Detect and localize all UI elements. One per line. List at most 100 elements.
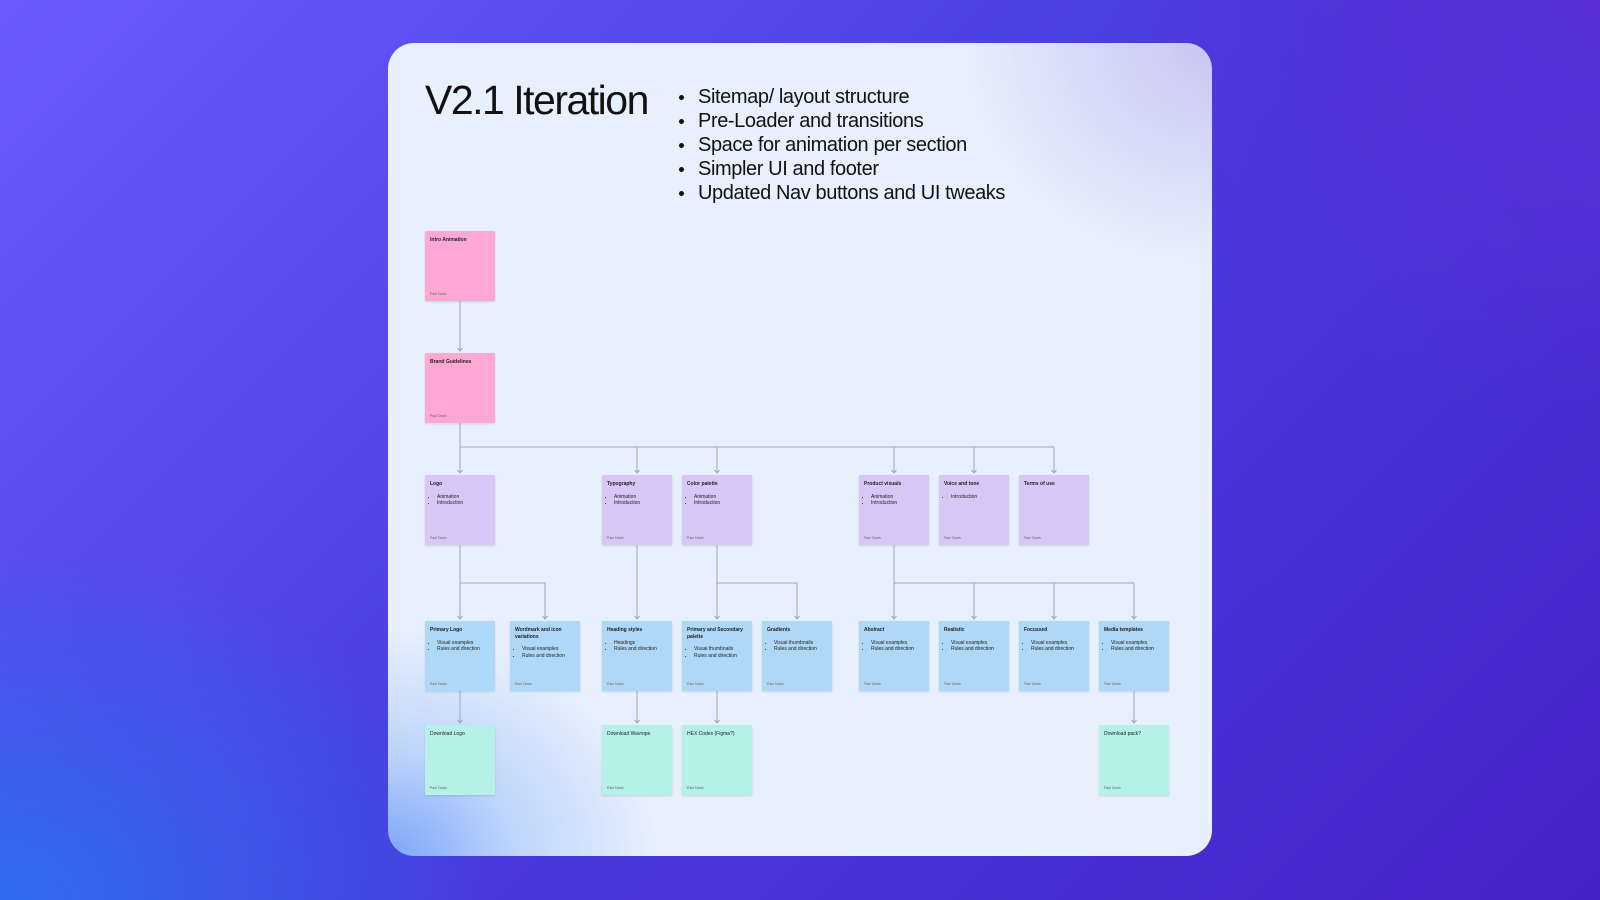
node-items: Visual examples Rules and direction xyxy=(864,640,924,653)
node-gradients[interactable]: Gradients Visual thumbnails Rules and di… xyxy=(762,621,832,691)
node-item: Animation xyxy=(871,494,924,501)
node-title: Primary and Secondary palette xyxy=(687,627,743,640)
node-items: Headings Rules and direction xyxy=(607,640,667,653)
node-title: Heading styles xyxy=(607,627,643,633)
node-footer: Paul Davis xyxy=(515,681,532,686)
node-wordmark-variations[interactable]: Wordmark and icon variations Visual exam… xyxy=(510,621,580,691)
arrowhead-icon xyxy=(714,615,720,620)
node-realistic[interactable]: Realistic Visual examples Rules and dire… xyxy=(939,621,1009,691)
node-items: Visual examples Rules and direction xyxy=(944,640,1004,653)
node-item: Visual examples xyxy=(522,646,575,653)
arrowhead-icon xyxy=(971,615,977,620)
node-items: Animation Introduction xyxy=(430,494,490,507)
node-item: Introduction xyxy=(694,500,747,507)
node-footer: Paul Davis xyxy=(864,535,881,540)
node-footer: Paul Davis xyxy=(687,785,704,790)
node-title: HEX Codes (Figma?) xyxy=(687,731,735,737)
node-item: Animation xyxy=(614,494,667,501)
node-footer: Paul Davis xyxy=(767,681,784,686)
node-items: Visual thumbnails Rules and direction xyxy=(687,646,747,659)
note-item: Updated Nav buttons and UI tweaks xyxy=(678,181,1005,205)
node-title: Color palette xyxy=(687,481,718,487)
arrowhead-icon xyxy=(1051,469,1057,474)
arrowhead-icon xyxy=(891,469,897,474)
sitemap-board: V2.1 Iteration Sitemap/ layout structure… xyxy=(388,43,1212,856)
node-item: Rules and direction xyxy=(614,646,667,653)
node-items: Visual examples Rules and direction xyxy=(430,640,490,653)
node-title: Product visuals xyxy=(864,481,902,487)
arrowhead-icon xyxy=(457,615,463,620)
node-item: Rules and direction xyxy=(1111,646,1164,653)
node-download-wavrope[interactable]: Download Wavrope Paul Davis xyxy=(602,725,672,795)
node-item: Introduction xyxy=(614,500,667,507)
node-abstract[interactable]: Abstract Visual examples Rules and direc… xyxy=(859,621,929,691)
node-title: Logo xyxy=(430,481,443,487)
node-footer: Paul Davis xyxy=(1024,681,1041,686)
node-item: Animation xyxy=(437,494,490,501)
node-item: Introduction xyxy=(871,500,924,507)
node-title: Primary Logo xyxy=(430,627,463,633)
node-typography[interactable]: Typography Animation Introduction Paul D… xyxy=(602,475,672,545)
arrowhead-icon xyxy=(1051,615,1057,620)
node-media-templates[interactable]: Media templates Visual examples Rules an… xyxy=(1099,621,1169,691)
node-title: Typography xyxy=(607,481,636,487)
node-title: Brand Guidelines xyxy=(430,359,472,365)
node-product-visuals[interactable]: Product visuals Animation Introduction P… xyxy=(859,475,929,545)
node-footer: Paul Davis xyxy=(944,681,961,686)
node-voice-and-tone[interactable]: Voice and tone Introduction Paul Davis xyxy=(939,475,1009,545)
node-item: Introduction xyxy=(437,500,490,507)
node-items: Visual examples Rules and direction xyxy=(1024,640,1084,653)
note-item: Pre-Loader and transitions xyxy=(678,109,1005,133)
node-download-logo[interactable]: Download Logo Paul Davis xyxy=(425,725,495,795)
node-hex-codes[interactable]: HEX Codes (Figma?) Paul Davis xyxy=(682,725,752,795)
node-footer: Paul Davis xyxy=(607,681,624,686)
note-item: Space for animation per section xyxy=(678,133,1005,157)
node-item: Visual examples xyxy=(437,640,490,647)
node-item: Introduction xyxy=(951,494,1004,501)
node-item: Visual examples xyxy=(1111,640,1164,647)
node-footer: Paul Davis xyxy=(1024,535,1041,540)
node-intro-animation[interactable]: Intro Animation Paul Davis xyxy=(425,231,495,301)
board-title: V2.1 Iteration xyxy=(425,77,649,123)
node-items: Animation Introduction xyxy=(687,494,747,507)
note-item: Simpler UI and footer xyxy=(678,157,1005,181)
node-focussed[interactable]: Focussed Visual examples Rules and direc… xyxy=(1019,621,1089,691)
node-item: Visual examples xyxy=(871,640,924,647)
node-footer: Paul Davis xyxy=(1104,681,1121,686)
node-primary-secondary-palette[interactable]: Primary and Secondary palette Visual thu… xyxy=(682,621,752,691)
node-title: Focussed xyxy=(1024,627,1048,633)
arrowhead-icon xyxy=(1131,719,1137,724)
node-item: Visual thumbnails xyxy=(774,640,827,647)
arrowhead-icon xyxy=(634,719,640,724)
node-title: Media templates xyxy=(1104,627,1143,633)
node-logo[interactable]: Logo Animation Introduction Paul Davis xyxy=(425,475,495,545)
node-item: Visual examples xyxy=(951,640,1004,647)
node-item: Rules and direction xyxy=(871,646,924,653)
arrowhead-icon xyxy=(457,469,463,474)
node-primary-logo[interactable]: Primary Logo Visual examples Rules and d… xyxy=(425,621,495,691)
node-title: Voice and tone xyxy=(944,481,980,487)
node-terms-of-use[interactable]: Terms of use Paul Davis xyxy=(1019,475,1089,545)
node-footer: Paul Davis xyxy=(687,681,704,686)
node-color-palette[interactable]: Color palette Animation Introduction Pau… xyxy=(682,475,752,545)
arrowhead-icon xyxy=(891,615,897,620)
arrowhead-icon xyxy=(794,615,800,620)
iteration-notes: Sitemap/ layout structure Pre-Loader and… xyxy=(678,85,1005,205)
arrowhead-icon xyxy=(542,615,548,620)
node-footer: Paul Davis xyxy=(430,535,447,540)
arrowhead-icon xyxy=(457,347,463,352)
node-heading-styles[interactable]: Heading styles Headings Rules and direct… xyxy=(602,621,672,691)
arrowhead-icon xyxy=(714,719,720,724)
node-items: Introduction xyxy=(944,494,1004,501)
sitemap-connectors xyxy=(457,301,1137,724)
node-download-pack[interactable]: Download pack? Paul Davis xyxy=(1099,725,1169,795)
node-title: Terms of use xyxy=(1024,481,1055,487)
note-item: Sitemap/ layout structure xyxy=(678,85,1005,109)
node-footer: Paul Davis xyxy=(430,413,447,418)
arrowhead-icon xyxy=(971,469,977,474)
node-brand-guidelines[interactable]: Brand Guidelines Paul Davis xyxy=(425,353,495,423)
node-items: Visual thumbnails Rules and direction xyxy=(767,640,827,653)
node-item: Rules and direction xyxy=(522,653,575,660)
arrowhead-icon xyxy=(1131,615,1137,620)
node-item: Rules and direction xyxy=(694,653,747,660)
